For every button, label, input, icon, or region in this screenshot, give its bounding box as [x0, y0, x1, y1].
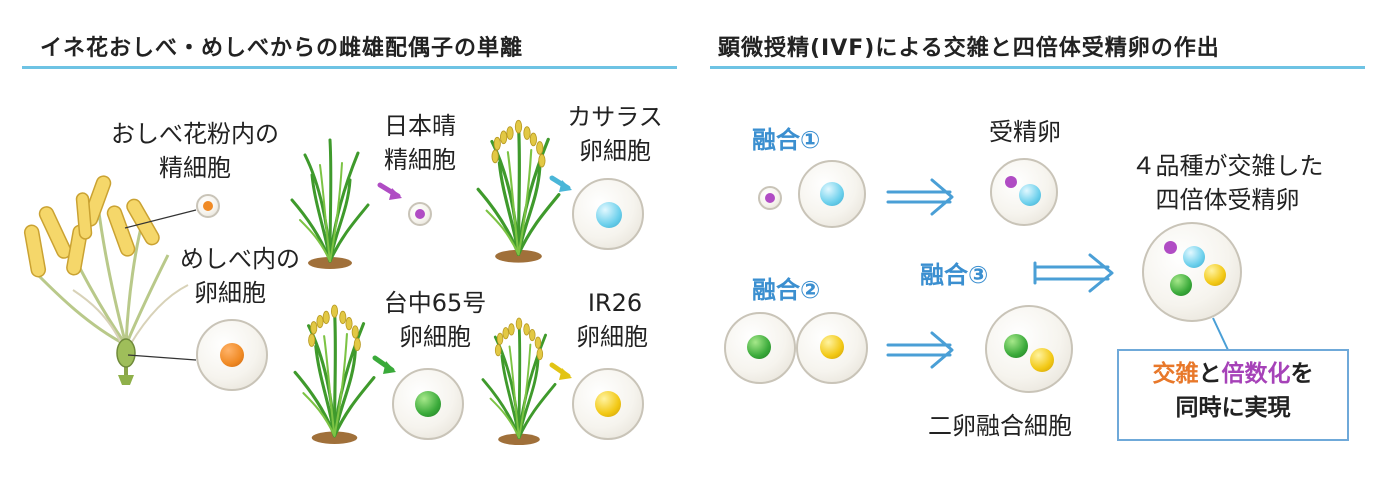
taichung-label-line2: 卵細胞: [399, 323, 471, 351]
kasalath-label-line2: 卵細胞: [579, 137, 651, 165]
cross-word: 交雑: [1152, 361, 1199, 387]
egg-label-line2: 卵細胞: [194, 279, 266, 307]
fused-green-nucleus: [1004, 334, 1028, 358]
fusion1-purple-nucleus: [765, 193, 775, 203]
fusion2-label: 融合②: [752, 276, 821, 304]
left-panel-title: イネ花おしべ・めしべからの雌雄配偶子の単離: [40, 36, 524, 61]
tetra-purple-nucleus: [1164, 241, 1177, 254]
nipponbare-label-line1: 日本晴: [384, 112, 456, 140]
green-egg-nucleus: [415, 391, 441, 417]
fusion1-label: 融合①: [752, 126, 821, 154]
two-egg-fused-cell: [985, 305, 1073, 393]
object-particle: を: [1290, 361, 1314, 387]
yellow-egg-nucleus: [595, 391, 621, 417]
left-title-rule: [22, 66, 677, 69]
two-egg-fusion-label: 二卵融合細胞: [928, 412, 1072, 440]
sperm-cell-circle: [196, 194, 220, 218]
fusion2-yellow-nucleus: [820, 335, 844, 359]
purple-sperm-nucleus: [415, 209, 425, 219]
orange-egg-nucleus: [220, 343, 244, 367]
result-callout-line1: 交雑と倍数化を: [1119, 357, 1347, 391]
result-callout-box: 交雑と倍数化を 同時に実現: [1117, 349, 1349, 441]
result-label-line1: ４品種が交雑した: [1131, 152, 1324, 180]
zygote-cyan-nucleus: [1019, 184, 1041, 206]
kasalath-label-line1: カサラス: [567, 103, 663, 131]
fusion2-egg-cell-yellow: [796, 312, 868, 384]
ir26-label-line1: IR26: [587, 289, 643, 317]
polyploidy-word: 倍数化: [1221, 361, 1291, 387]
result-label-line2: 四倍体受精卵: [1155, 186, 1300, 214]
rice-flower-illustration: [23, 175, 189, 385]
egg-cell-circle: [196, 319, 268, 391]
fusion1-cyan-nucleus: [820, 182, 844, 206]
cyan-egg-nucleus: [596, 202, 622, 228]
fused-yellow-nucleus: [1030, 348, 1054, 372]
fusion3-label: 融合③: [920, 261, 989, 289]
tetra-cyan-nucleus: [1183, 246, 1205, 268]
nipponbare-label-line2: 精細胞: [384, 146, 456, 174]
zygote-purple-nucleus: [1005, 176, 1017, 188]
and-word: と: [1198, 361, 1222, 387]
ir26-label-line2: 卵細胞: [576, 323, 648, 351]
zygote-label: 受精卵: [989, 118, 1061, 146]
tetra-yellow-nucleus: [1204, 264, 1226, 286]
fusion2-green-nucleus: [747, 335, 771, 359]
taichung-label-line1: 台中65号: [383, 289, 487, 317]
right-title-rule: [710, 66, 1365, 69]
sperm-label-line1: おしべ花粉内の: [111, 120, 279, 148]
result-callout-line2: 同時に実現: [1175, 395, 1291, 421]
egg-label-line1: めしべ内の: [180, 245, 300, 273]
sperm-label-line2: 精細胞: [159, 154, 231, 182]
tetra-green-nucleus: [1170, 274, 1192, 296]
right-panel-title: 顕微授精(IVF)による交雑と四倍体受精卵の作出: [718, 36, 1220, 61]
nipponbare-sperm-cell: [408, 202, 432, 226]
orange-sperm-nucleus: [203, 201, 213, 211]
